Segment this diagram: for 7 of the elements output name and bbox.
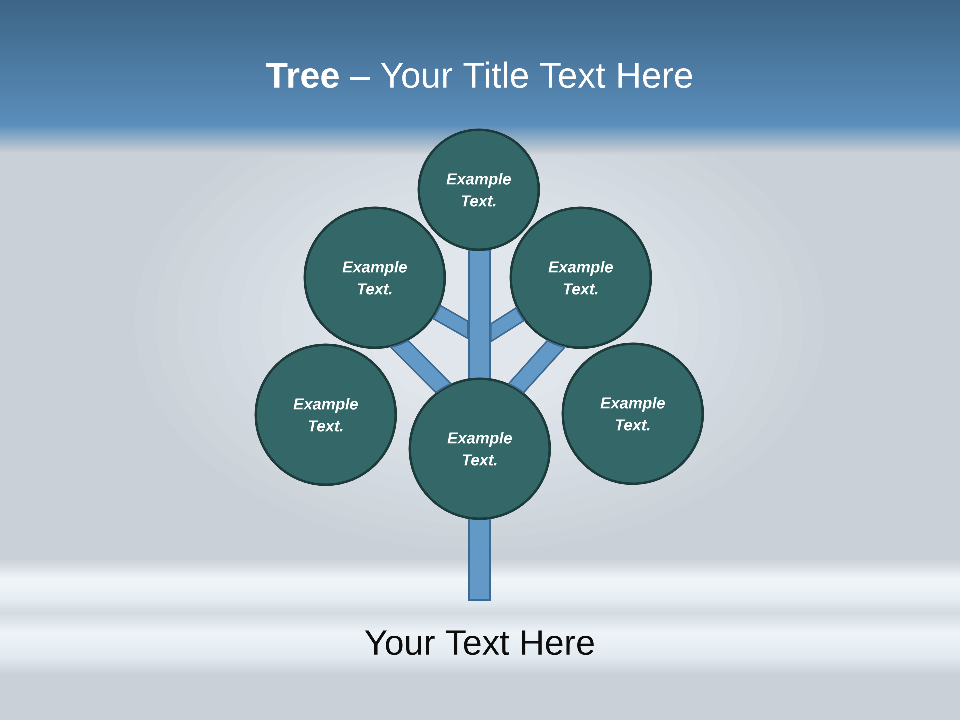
caption: Your Text Here — [365, 630, 594, 656]
tree-branch — [390, 340, 452, 394]
tree-branch — [432, 305, 469, 340]
title: Tree – Your Title Text Here — [266, 62, 692, 88]
tree-trunk — [468, 516, 491, 601]
tree-branch — [508, 340, 566, 394]
tree-branch — [490, 307, 525, 343]
